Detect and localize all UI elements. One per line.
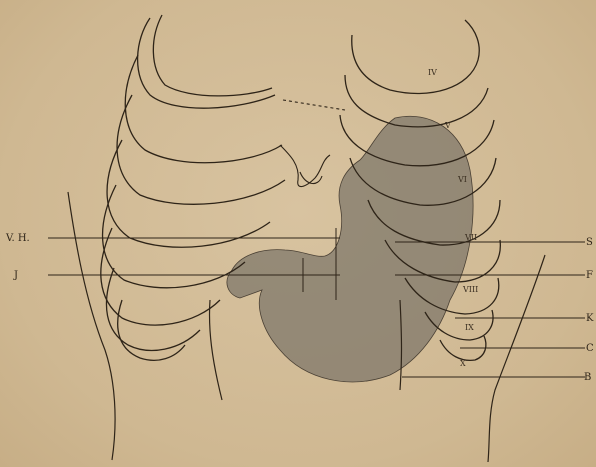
label-f: F — [586, 270, 593, 281]
left-labels: V. H. J — [5, 233, 30, 281]
label-c: C — [586, 343, 594, 354]
rib-numeral-ix: IX — [465, 323, 474, 332]
rib-numeral-vi: VI — [457, 175, 467, 184]
rib-numeral-vii: VII — [464, 233, 477, 242]
rib-numeral-viii: VIII — [462, 285, 478, 294]
label-k: K — [586, 313, 594, 324]
rib-numeral-iv: IV — [428, 68, 437, 77]
sternum — [280, 100, 345, 187]
label-vh: V. H. — [5, 233, 30, 244]
shaded-organ — [227, 116, 473, 382]
label-b: B — [584, 372, 591, 383]
rib-numeral-v: V — [444, 121, 451, 130]
label-s: S — [586, 237, 593, 248]
label-j: J — [13, 270, 18, 281]
right-labels: S F K C B — [584, 237, 594, 383]
rib-numeral-x: X — [460, 359, 466, 368]
left-ribcage — [101, 15, 285, 360]
